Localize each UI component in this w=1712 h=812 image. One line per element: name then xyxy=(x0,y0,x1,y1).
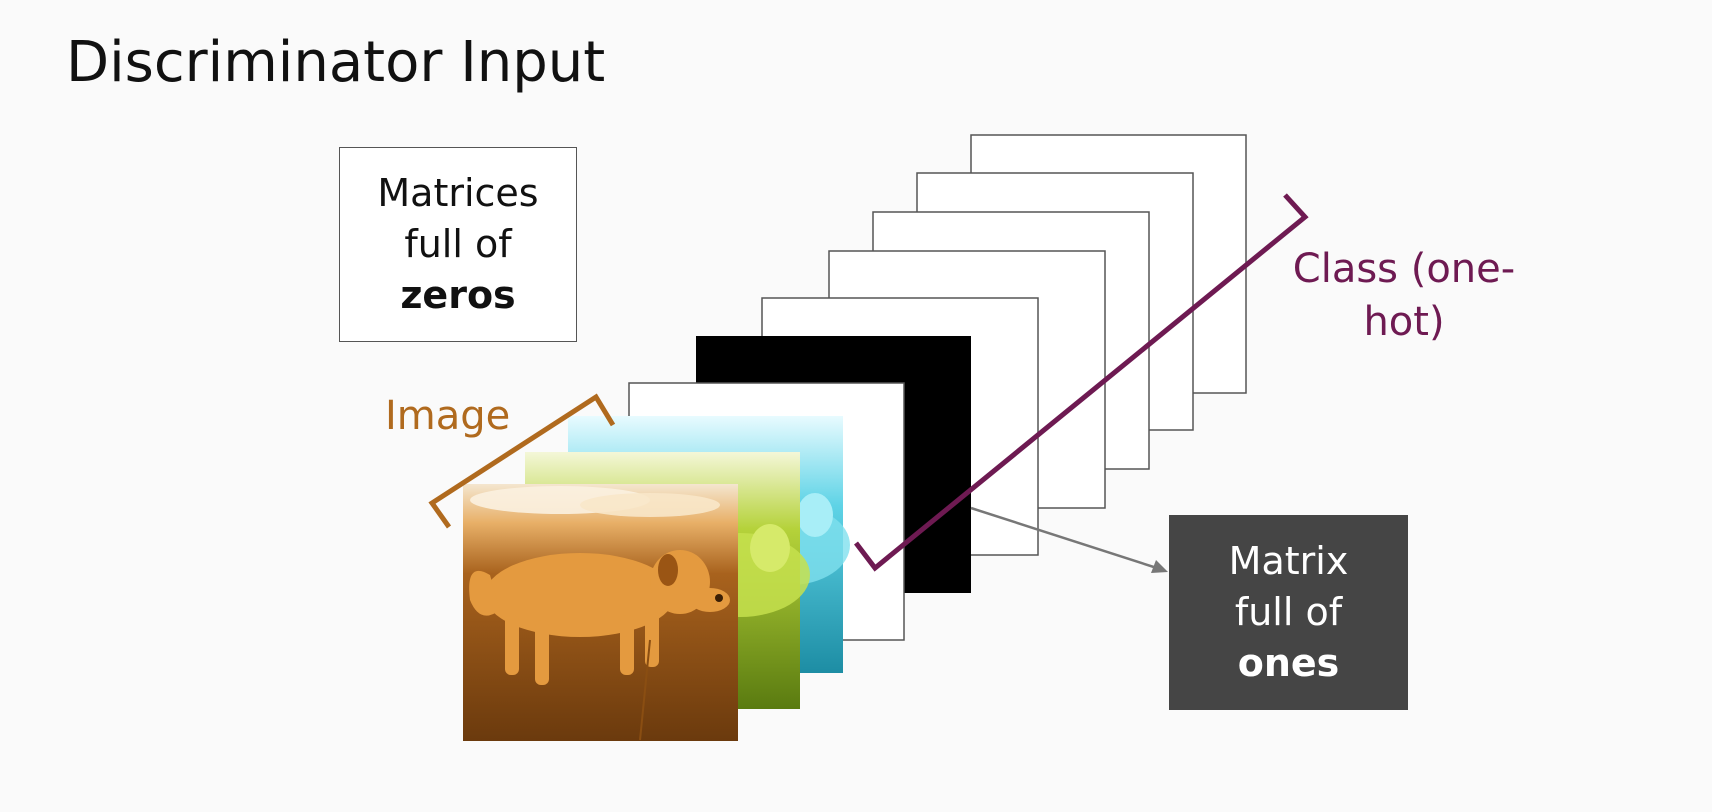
slide-title: Discriminator Input xyxy=(66,30,606,95)
image-label: Image xyxy=(385,393,511,439)
ones-line2: full of xyxy=(1234,589,1343,634)
zeros-matrices-label-box: Matrices full of zeros xyxy=(339,147,577,342)
zeros-line1: Matrices xyxy=(377,170,539,215)
ones-line1: Matrix xyxy=(1228,538,1349,583)
ones-arrow xyxy=(970,506,1161,571)
class-label-line2: hot) xyxy=(1363,299,1445,346)
ones-matrix-label-box: Matrix full of ones xyxy=(1169,515,1408,710)
ones-arrow-head xyxy=(1151,560,1168,573)
image-channel-orange xyxy=(463,484,738,741)
class-bracket xyxy=(854,193,1309,572)
class-label-line1: Class (one- xyxy=(1292,246,1516,292)
zeros-line2: full of xyxy=(404,221,512,266)
zeros-line3: zeros xyxy=(400,273,516,318)
class-label: Class (one- hot) xyxy=(1284,243,1524,349)
ones-line3: ones xyxy=(1237,641,1340,686)
image-bracket xyxy=(428,393,616,529)
